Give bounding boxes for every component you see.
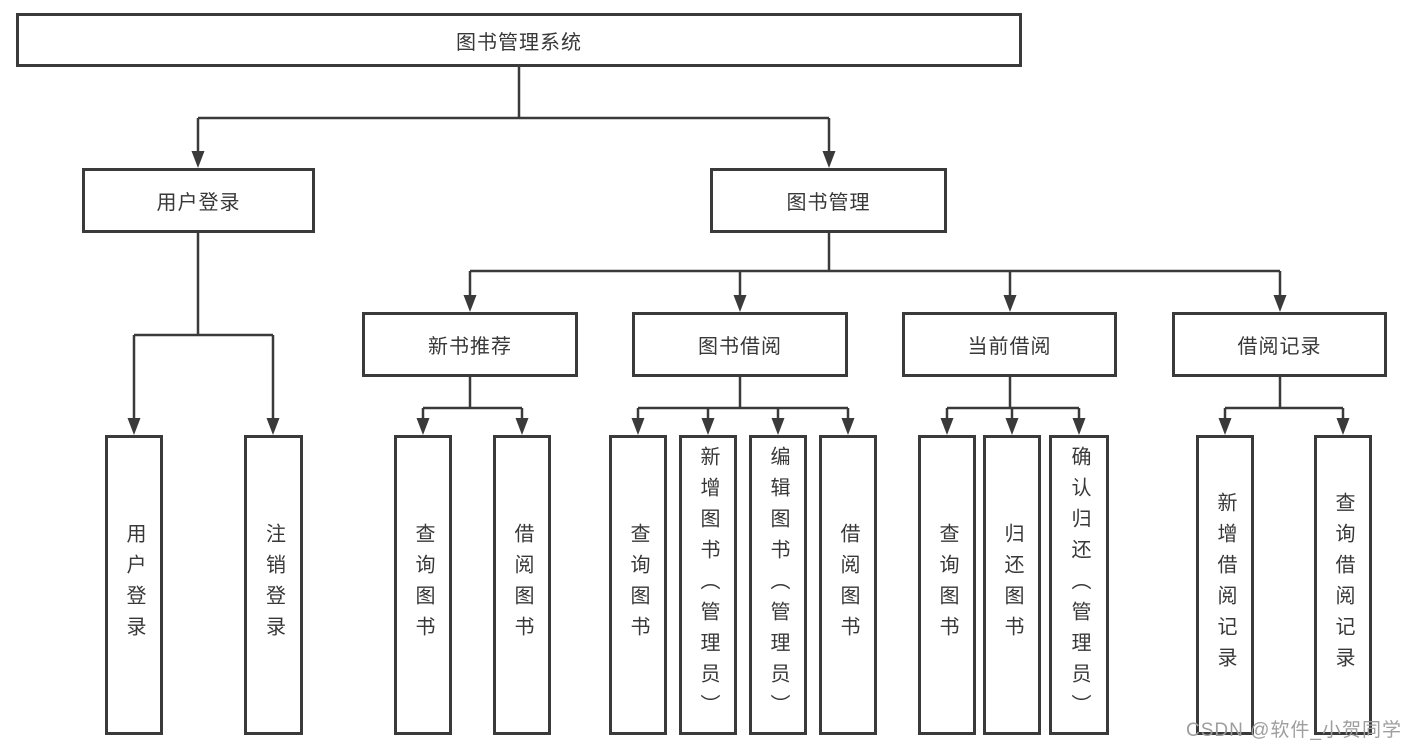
leaf-bb-query-book: 查询图书 [609, 435, 667, 735]
arrowhead [191, 151, 205, 168]
connector-book-management-to-level3 [468, 233, 1282, 295]
leaf-cb-query-book: 查询图书 [918, 435, 976, 735]
leaf-bb-edit-book-admin-label: 编辑图书（管理员） [767, 445, 789, 725]
leaf-nbr-borrow-book-label: 借阅图书 [511, 523, 533, 647]
arrowhead [463, 295, 477, 312]
arrowheads [127, 151, 1350, 435]
node-user-login: 用户登录 [82, 168, 315, 233]
leaf-br-add-record-label: 新增借阅记录 [1214, 492, 1236, 678]
arrowhead [1273, 295, 1287, 312]
leaf-cb-confirm-return-admin: 确认归还（管理员） [1049, 435, 1109, 735]
leaf-cb-return-book-label: 归还图书 [1001, 523, 1023, 647]
arrowhead [841, 418, 855, 435]
arrowhead [733, 295, 747, 312]
leaf-nbr-query-book: 查询图书 [394, 435, 452, 735]
connector-current-borrow-to-leaves [945, 377, 1081, 419]
arrowhead [771, 418, 785, 435]
leaf-nbr-query-book-label: 查询图书 [412, 523, 434, 647]
node-root-label: 图书管理系统 [456, 31, 582, 54]
leaf-user-login-label: 用户登录 [123, 523, 145, 647]
connector-user-login-to-leaves [132, 233, 275, 418]
connector-root-to-level2 [196, 67, 831, 151]
arrowhead [631, 418, 645, 435]
arrowhead [127, 418, 141, 435]
connector-book-borrow-to-leaves [636, 377, 850, 419]
leaf-bb-borrow-book-label: 借阅图书 [837, 523, 859, 647]
leaf-bb-edit-book-admin: 编辑图书（管理员） [749, 435, 807, 735]
leaf-cb-query-book-label: 查询图书 [936, 523, 958, 647]
arrowhead [822, 151, 836, 168]
node-book-borrow: 图书借阅 [632, 312, 848, 377]
leaf-br-add-record: 新增借阅记录 [1196, 435, 1254, 735]
leaf-bb-query-book-label: 查询图书 [627, 523, 649, 647]
arrowhead [1336, 418, 1350, 435]
arrowhead [1072, 418, 1086, 435]
arrowhead [1218, 418, 1232, 435]
node-current-borrow-label: 当前借阅 [967, 336, 1052, 358]
leaf-bb-add-book-admin: 新增图书（管理员） [679, 435, 737, 735]
node-current-borrow: 当前借阅 [902, 312, 1117, 377]
leaf-br-query-record: 查询借阅记录 [1314, 435, 1372, 735]
arrowhead [266, 418, 280, 435]
leaf-cb-return-book: 归还图书 [983, 435, 1041, 735]
leaf-logout-label: 注销登录 [262, 523, 285, 647]
leaf-br-query-record-label: 查询借阅记录 [1332, 492, 1354, 678]
connector-borrow-record-to-leaves [1223, 377, 1345, 419]
leaf-bb-borrow-book: 借阅图书 [819, 435, 877, 735]
node-new-book-recommend: 新书推荐 [362, 312, 578, 377]
watermark: CSDN @软件_小贺同学 [1186, 720, 1402, 741]
node-borrow-record-label: 借阅记录 [1237, 336, 1322, 358]
leaf-cb-confirm-return-admin-label: 确认归还（管理员） [1068, 445, 1090, 725]
node-book-borrow-label: 图书借阅 [698, 336, 782, 358]
node-borrow-record: 借阅记录 [1172, 312, 1387, 377]
node-book-management: 图书管理 [710, 168, 947, 233]
leaf-user-login: 用户登录 [105, 435, 163, 735]
arrowhead [416, 418, 430, 435]
connector-new-book-recommend-to-leaves [421, 377, 524, 419]
leaf-bb-add-book-admin-label: 新增图书（管理员） [697, 445, 719, 725]
arrowhead [515, 418, 529, 435]
node-root: 图书管理系统 [16, 13, 1022, 67]
leaf-logout: 注销登录 [244, 435, 303, 735]
arrowhead [1005, 418, 1019, 435]
arrowhead [940, 418, 954, 435]
node-book-management-label: 图书管理 [786, 192, 871, 214]
node-new-book-recommend-label: 新书推荐 [428, 336, 512, 358]
arrowhead [1003, 295, 1017, 312]
arrowhead [701, 418, 715, 435]
leaf-nbr-borrow-book: 借阅图书 [493, 435, 551, 735]
node-user-login-label: 用户登录 [156, 192, 241, 214]
